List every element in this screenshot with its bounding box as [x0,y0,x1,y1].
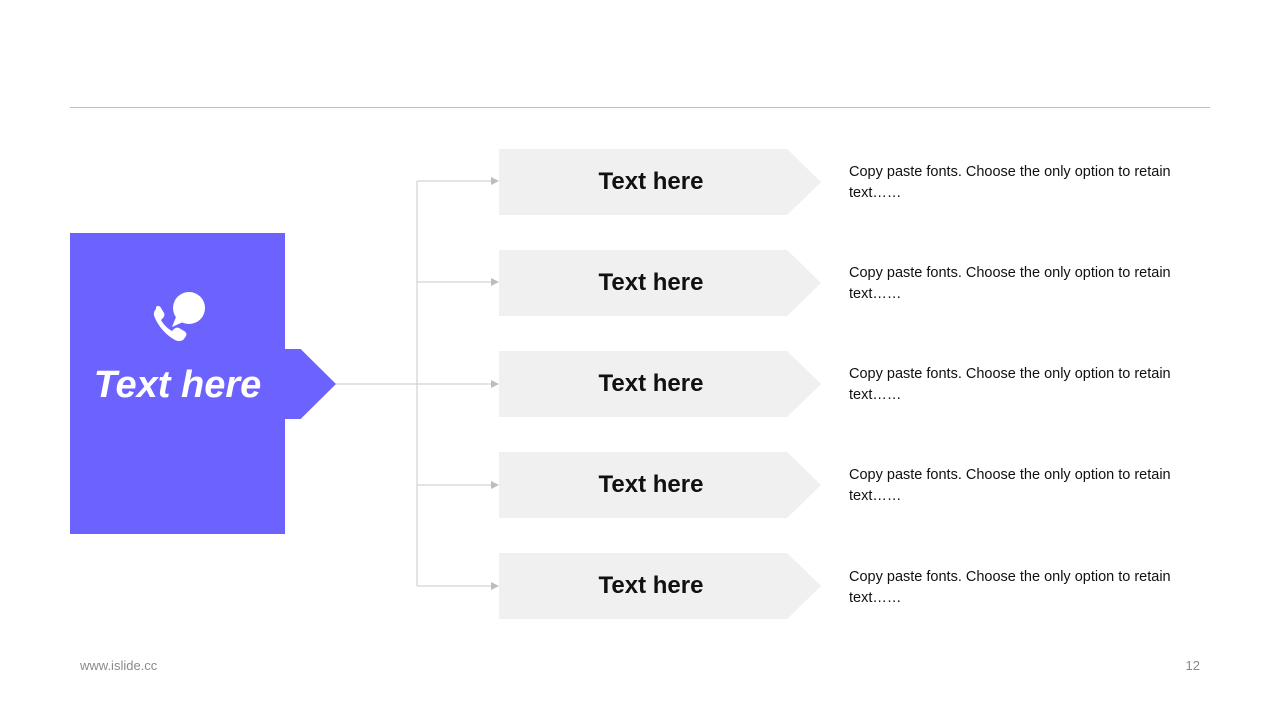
branch-arrow-shape [499,149,821,215]
branch-label: Text here [598,168,704,195]
branch-description-3: Copy paste fonts. Choose the only option… [849,366,1171,403]
branch-arrow-shape [499,553,821,619]
phone-chat-icon [153,292,205,342]
branch-arrow-shape [499,250,821,316]
top-divider [70,107,1210,108]
branch-label: Text here [598,471,704,498]
branch-description-2: Copy paste fonts. Choose the only option… [849,265,1171,302]
page-number: 12 [1185,658,1200,673]
branch-box-5: Text here [499,553,821,619]
branch-label: Text here [598,572,704,599]
branch-box-4: Text here [499,452,821,518]
branch-arrow-shape [499,452,821,518]
branch-box-1: Text here [499,149,821,215]
branch-arrow-shape [499,351,821,417]
branch-description-5: Copy paste fonts. Choose the only option… [849,569,1171,606]
branch-box-3: Text here [499,351,821,417]
branch-description-4: Copy paste fonts. Choose the only option… [849,467,1171,504]
branch-box-2: Text here [499,250,821,316]
branch-label: Text here [598,370,704,397]
main-panel-arrow [284,349,336,419]
branch-label: Text here [598,269,704,296]
footer-url: www.islide.cc [80,658,158,673]
branch-description-1: Copy paste fonts. Choose the only option… [849,164,1171,201]
main-panel [70,233,285,534]
main-title: Text here [93,364,262,406]
